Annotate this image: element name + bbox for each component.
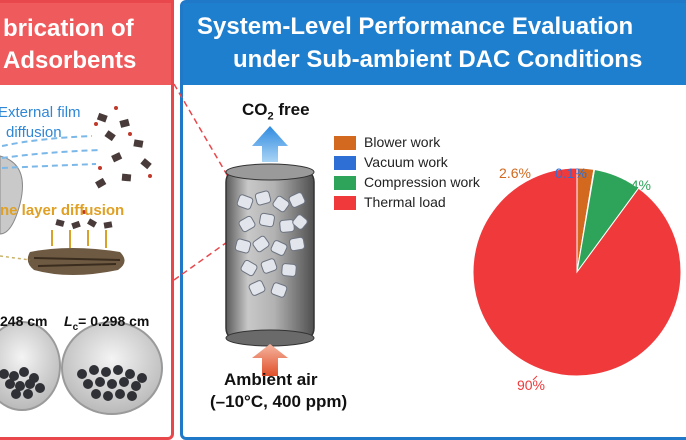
legend-label: Blower work	[364, 134, 441, 150]
ambient-air-label: Ambient air	[224, 370, 318, 389]
right-title-line2: under Sub-ambient DAC Conditions	[233, 46, 643, 73]
legend-label: Thermal load	[364, 194, 446, 210]
fiber-layer	[27, 248, 125, 275]
legend-label: Vacuum work	[364, 154, 448, 170]
adsorbent-particles	[55, 112, 152, 230]
lc-right-label: Lc= 0.298 cm	[64, 313, 149, 333]
right-panel: System-Level Performance Evaluation unde…	[180, 0, 686, 440]
diffusion-label: diffusion	[6, 124, 62, 141]
panel-connector-lines	[173, 83, 231, 281]
legend-label: Compression work	[364, 174, 480, 190]
layer-diffusion-label: ne layer diffusion	[0, 202, 125, 219]
legend-swatch	[334, 176, 356, 190]
left-title-line2: Adsorbents	[3, 47, 137, 74]
red-dots	[82, 106, 152, 214]
ambient-air-arrow	[252, 344, 288, 376]
pellets-left	[0, 367, 45, 399]
left-illustration	[0, 106, 163, 415]
co2-text: CO	[242, 100, 268, 119]
lc-symbol: L	[64, 313, 73, 329]
lc-left-label: 248 cm	[0, 313, 48, 329]
packed-pellets	[234, 190, 308, 298]
legend-swatch	[334, 156, 356, 170]
co2-free-arrow	[252, 126, 288, 162]
adsorption-column	[225, 126, 315, 376]
left-title-line1: brication of	[3, 15, 134, 42]
pellets-right	[77, 365, 147, 401]
diffusion-arrows	[51, 230, 107, 248]
co2-subscript: 2	[267, 110, 274, 123]
lc-subscript: c	[72, 321, 79, 333]
left-panel-header: brication of Adsorbents	[0, 3, 171, 85]
diffusion-lines	[1, 135, 101, 169]
co2-free-suffix: free	[273, 100, 310, 119]
petri-dish-right	[61, 321, 163, 415]
pellet-blob	[0, 155, 23, 235]
lc-value: = 0.298 cm	[78, 313, 150, 329]
right-title-line1: System-Level Performance Evaluation	[197, 13, 634, 40]
co2-free-label: CO2 free	[242, 100, 310, 122]
legend-swatch	[334, 136, 356, 150]
right-panel-header: System-Level Performance Evaluation unde…	[183, 3, 686, 85]
left-panel: brication of Adsorbents	[0, 0, 174, 440]
external-film-label: External film	[0, 104, 81, 121]
legend-swatch	[334, 196, 356, 210]
ambient-conditions-label: (–10°C, 400 ppm)	[210, 392, 348, 411]
